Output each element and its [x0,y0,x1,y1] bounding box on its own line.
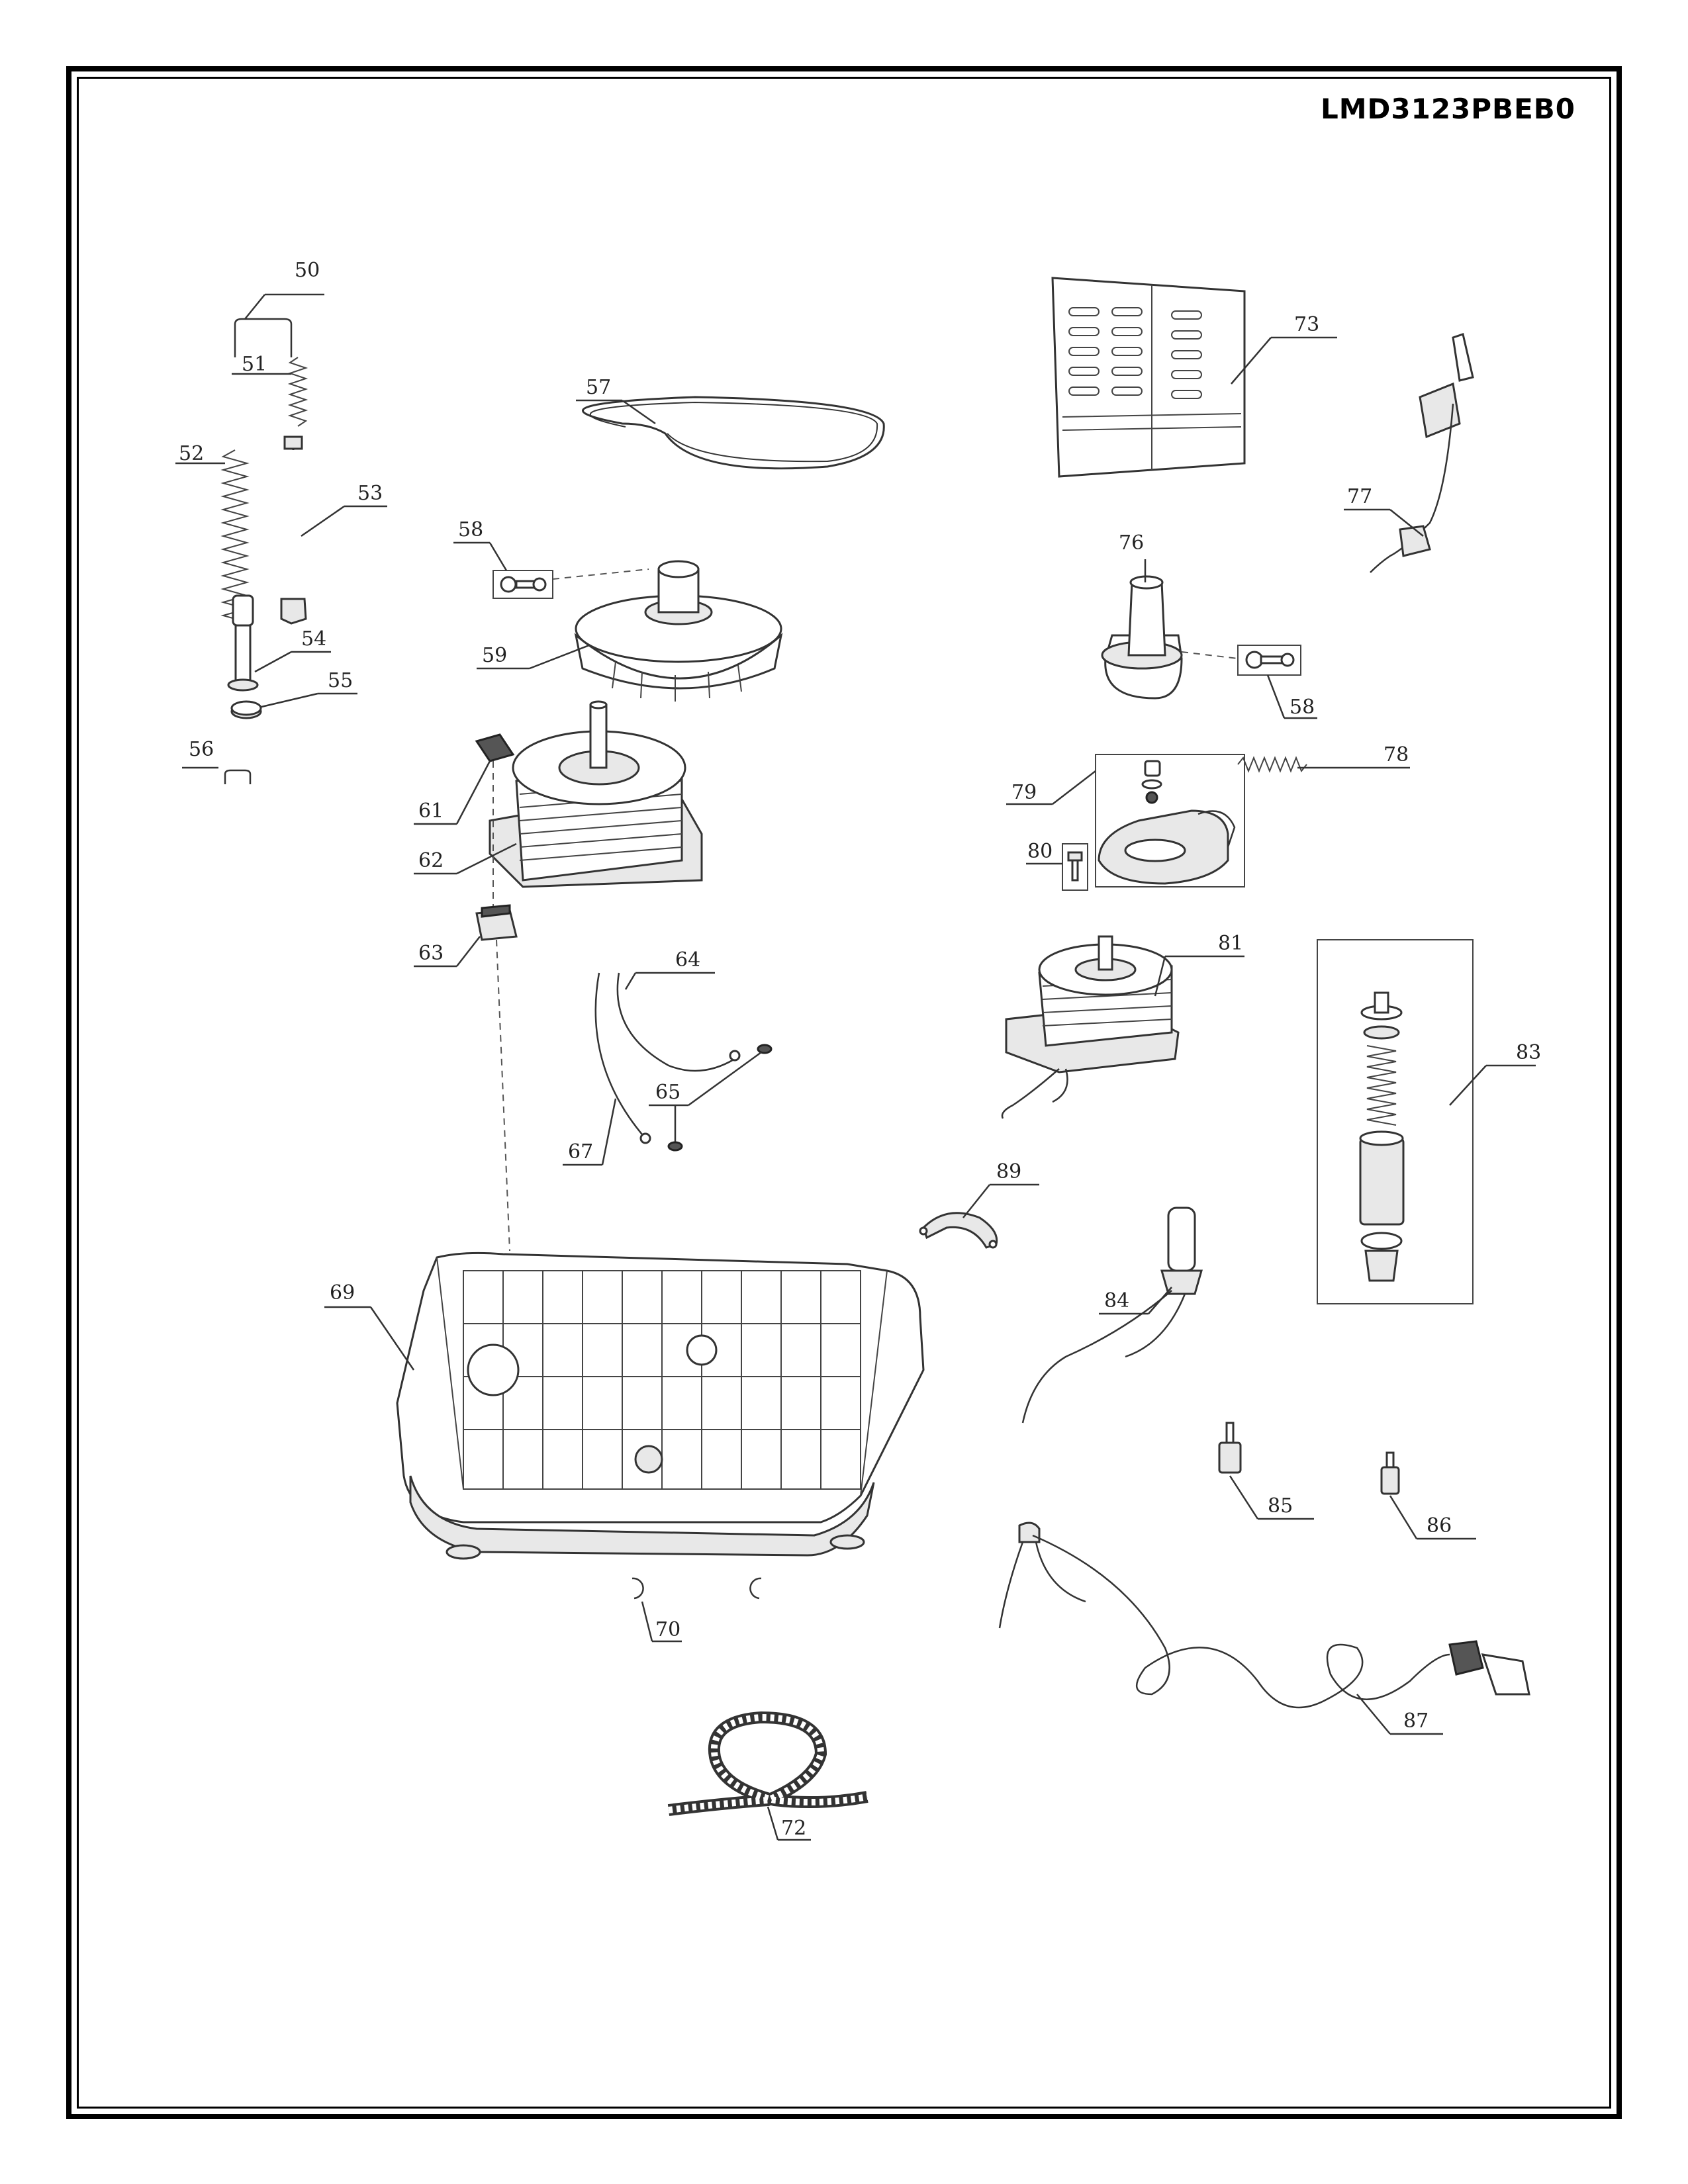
part-62-wash-motor [489,700,703,888]
part-70-clips [632,1577,762,1600]
part-78-spring [1237,756,1307,773]
part-58-screw-right [1237,645,1301,676]
callout-58-right: 58 [1289,696,1315,719]
callout-69: 69 [330,1281,355,1304]
part-85-pin [1218,1422,1242,1474]
callout-65: 65 [655,1081,680,1104]
part-53-rod [280,435,307,625]
part-79-brake-assembly [1095,754,1245,887]
callout-53: 53 [357,482,383,505]
part-83-damper-assembly [1317,939,1474,1304]
callout-57: 57 [586,376,611,399]
callout-61: 61 [418,799,444,823]
part-86-pin [1380,1451,1400,1495]
callout-79: 79 [1011,781,1037,804]
callout-64: 64 [675,948,700,972]
callout-56: 56 [189,738,214,761]
callout-78: 78 [1383,743,1409,766]
callout-89: 89 [996,1160,1021,1183]
part-61-capacitor-cap [475,733,515,907]
callout-52: 52 [179,442,204,465]
part-59-pulley [574,560,783,702]
part-67-wire [594,972,651,1144]
callout-76: 76 [1119,531,1144,555]
callout-50: 50 [295,259,320,282]
part-87-power-cord [998,1522,1530,1709]
page-border-outer [66,66,1622,2119]
part-50-clip [234,318,293,357]
callout-67: 67 [568,1140,593,1163]
callout-86: 86 [1427,1514,1452,1537]
part-84-pressure-hose [1021,1206,1203,1424]
part-57-belt [581,396,885,470]
part-54-shaft [227,594,259,692]
callout-72: 72 [781,1817,806,1840]
part-80-bolt [1062,843,1088,891]
part-56-clip [224,769,252,784]
model-number: LMD3123PBEB0 [1320,93,1575,125]
callout-81: 81 [1218,932,1243,955]
part-65-rings [667,1044,773,1152]
callout-83: 83 [1516,1041,1541,1064]
part-51-spring [287,357,308,427]
part-64-wire [616,972,741,1072]
callout-73: 73 [1294,313,1319,336]
callout-63: 63 [418,942,444,965]
part-63-connector [475,904,518,1251]
part-69-base-tub [396,1251,925,1560]
callout-77: 77 [1347,485,1372,508]
callout-51: 51 [242,353,267,376]
callout-87: 87 [1403,1709,1429,1733]
callout-55: 55 [328,669,353,692]
part-72-cable-wrap [667,1711,868,1816]
callout-84: 84 [1104,1289,1129,1312]
callout-58: 58 [458,518,483,541]
part-76-coupling [1101,575,1183,700]
callout-85: 85 [1268,1494,1293,1518]
part-58-screw-left [492,569,649,599]
page-border-inner [77,77,1611,2109]
part-73-cover-panel [1051,277,1246,478]
callout-70: 70 [655,1618,680,1641]
part-55-disc [230,700,262,719]
callout-62: 62 [418,849,444,872]
part-89-clamp [919,1212,998,1249]
callout-labels: 50 51 52 53 54 55 56 57 58 59 61 62 [175,259,1541,1841]
part-81-spin-motor [1001,935,1180,1119]
callout-54: 54 [301,627,326,651]
part-77-lid-switch [1370,333,1474,573]
callout-59: 59 [482,644,507,667]
callout-80: 80 [1027,840,1053,863]
